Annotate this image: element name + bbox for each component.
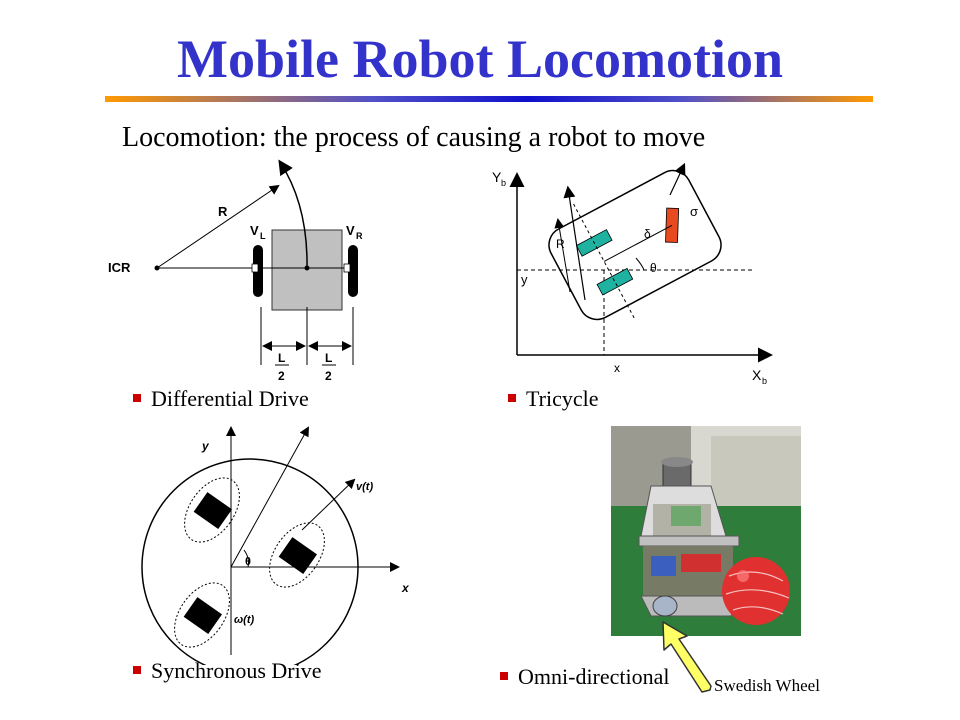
synchronous-drive-diagram: y x θ v(t) ω(t): [141, 426, 410, 665]
swedish-wheel-pointer-arrow: [662, 621, 712, 693]
swedish-wheel-label: Swedish Wheel: [714, 676, 820, 695]
y-coordinate-label: y: [521, 272, 528, 287]
tricycle-radius-label: R: [556, 237, 565, 251]
half-length-right-l: L: [325, 351, 332, 365]
vr-sub-label: R: [356, 231, 363, 241]
tricycle-diagram: Y b X b y x R θ δ σ: [492, 162, 773, 385]
wheel-right: [269, 522, 325, 588]
yb-label: Y: [492, 169, 502, 185]
sync-x-label: x: [401, 581, 410, 595]
wheel-top-left: [184, 477, 240, 543]
vl-label: V: [250, 223, 259, 238]
half-length-left-2: 2: [278, 369, 285, 383]
bullet-icon: [500, 671, 508, 680]
bullet-icon: [508, 393, 516, 402]
delta-label: δ: [644, 227, 651, 241]
vr-label: V: [346, 223, 355, 238]
vl-sub-label: L: [260, 231, 266, 241]
differential-drive-diagram: ICR R V L V R L 2 L 2: [108, 159, 363, 383]
x-coordinate-label: x: [614, 361, 620, 375]
title-divider: [105, 96, 873, 102]
robot-chassis: [548, 169, 722, 321]
xb-label: X: [752, 367, 762, 383]
caption-tricycle: Tricycle: [508, 386, 599, 412]
sync-theta-label: θ: [245, 556, 251, 568]
bullet-icon: [133, 665, 141, 674]
right-wheel: [348, 245, 358, 297]
sync-y-label: y: [201, 439, 210, 453]
page-title: Mobile Robot Locomotion: [177, 29, 783, 89]
caption-omni-directional: Omni-directional: [500, 664, 670, 690]
velocity-label: v(t): [356, 481, 373, 493]
half-length-left-l: L: [278, 351, 285, 365]
caption-synchronous-text: Synchronous Drive: [151, 658, 322, 683]
wheel-bottom-left: [174, 582, 230, 648]
caption-tricycle-text: Tricycle: [526, 386, 599, 411]
half-length-right-2: 2: [325, 369, 332, 383]
bullet-icon: [133, 393, 141, 402]
omni-directional-robot-photo: [611, 426, 801, 636]
caption-omni-text: Omni-directional: [518, 664, 670, 689]
rear-right-wheel: [596, 267, 634, 296]
yb-sub-label: b: [501, 178, 506, 188]
caption-differential-drive: Differential Drive: [133, 386, 309, 412]
caption-synchronous-drive: Synchronous Drive: [133, 658, 321, 684]
icr-label: ICR: [108, 260, 131, 275]
caption-differential-text: Differential Drive: [151, 386, 309, 411]
omega-label: ω(t): [234, 614, 255, 626]
subtitle: Locomotion: the process of causing a rob…: [122, 122, 706, 153]
sigma-label: σ: [690, 204, 698, 219]
theta-label: θ: [650, 261, 657, 275]
radius-label: R: [218, 204, 228, 219]
xb-sub-label: b: [762, 376, 767, 385]
